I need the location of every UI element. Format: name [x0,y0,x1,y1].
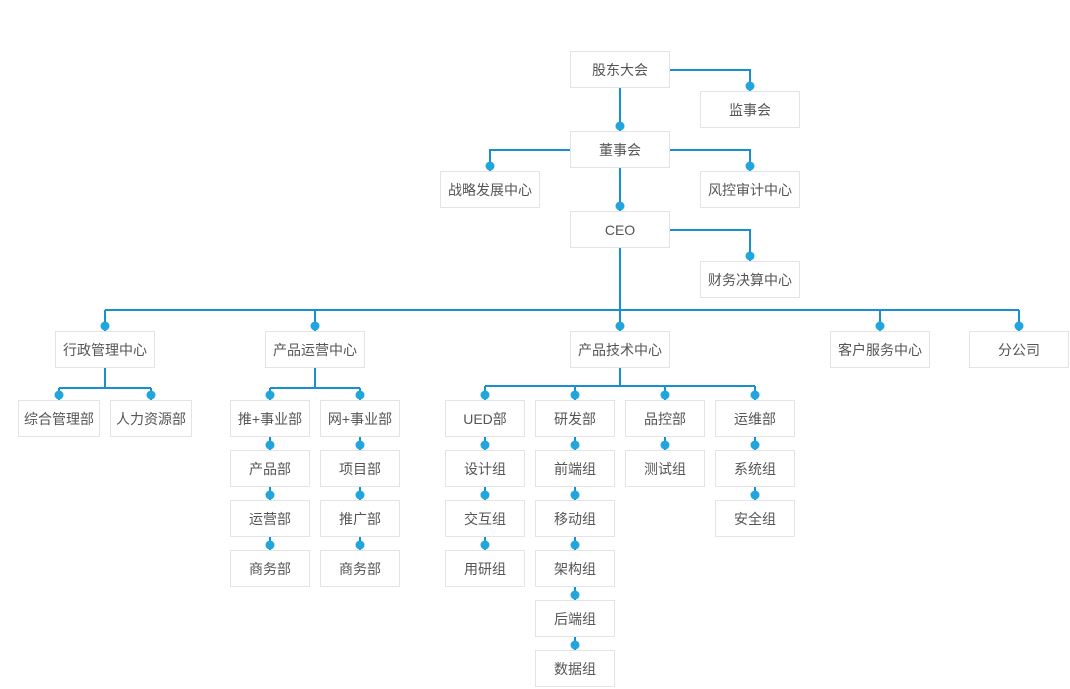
org-node-customer-service-center[interactable]: 客户服务中心 [830,331,930,368]
connector-dot [745,251,755,261]
org-node-system-team[interactable]: 系统组 [715,450,795,487]
org-node-business-dept-1[interactable]: 商务部 [230,550,310,587]
org-node-admin-management-center[interactable]: 行政管理中心 [55,331,155,368]
connector-dot [750,440,760,450]
connector-dot [1014,321,1024,331]
org-node-product-dept[interactable]: 产品部 [230,450,310,487]
connector-dot [660,440,670,450]
org-node-human-resources-dept[interactable]: 人力资源部 [110,400,192,437]
connector-dot [265,490,275,500]
connector-line [489,149,570,171]
connector-dot [480,390,490,400]
connector-dot [485,161,495,171]
org-node-data-team[interactable]: 数据组 [535,650,615,687]
org-node-general-management-dept[interactable]: 综合管理部 [18,400,100,437]
org-node-product-operation-center[interactable]: 产品运营中心 [265,331,365,368]
connector-dot [355,440,365,450]
connector-dot [480,440,490,450]
org-node-risk-audit-center[interactable]: 风控审计中心 [700,171,800,208]
org-node-frontend-team[interactable]: 前端组 [535,450,615,487]
connector-dot [570,640,580,650]
connector-dot [615,121,625,131]
org-node-shareholders-meeting[interactable]: 股东大会 [570,51,670,88]
org-node-promotion-dept[interactable]: 推广部 [320,500,400,537]
connector-dot [265,390,275,400]
org-node-supervisory-board[interactable]: 监事会 [700,91,800,128]
connector-dot [875,321,885,331]
org-node-product-technology-center[interactable]: 产品技术中心 [570,331,670,368]
connector-dot [355,540,365,550]
org-node-testing-team[interactable]: 测试组 [625,450,705,487]
connector-dot [750,490,760,500]
connector-dot [480,540,490,550]
org-node-ops-dept[interactable]: 运维部 [715,400,795,437]
org-node-design-team[interactable]: 设计组 [445,450,525,487]
connector-dot [100,321,110,331]
org-node-backend-team[interactable]: 后端组 [535,600,615,637]
connector-dot [570,390,580,400]
connector-dot [745,81,755,91]
connector-dots [54,81,1024,650]
org-node-architecture-team[interactable]: 架构组 [535,550,615,587]
connector-dot [570,490,580,500]
org-node-interaction-team[interactable]: 交互组 [445,500,525,537]
org-node-ued-dept[interactable]: UED部 [445,400,525,437]
org-node-strategy-development-center[interactable]: 战略发展中心 [440,171,540,208]
org-node-tui-plus-division[interactable]: 推+事业部 [230,400,310,437]
connector-dot [265,540,275,550]
connector-dot [54,390,64,400]
org-node-business-dept-2[interactable]: 商务部 [320,550,400,587]
connector-dot [615,201,625,211]
connector-dot [570,440,580,450]
connector-dot [355,490,365,500]
connector-dot [745,161,755,171]
connector-dot [615,321,625,331]
org-node-wang-plus-division[interactable]: 网+事业部 [320,400,400,437]
connector-line [670,149,751,171]
org-node-user-research-team[interactable]: 用研组 [445,550,525,587]
connector-dot [570,540,580,550]
connector-dot [570,590,580,600]
org-node-branch-company[interactable]: 分公司 [969,331,1069,368]
connector-dot [355,390,365,400]
connector-dot [480,490,490,500]
org-node-mobile-team[interactable]: 移动组 [535,500,615,537]
connector-dot [310,321,320,331]
connector-dot [146,390,156,400]
connector-line [670,69,751,91]
connector-dot [265,440,275,450]
connector-dot [660,390,670,400]
org-node-operation-dept[interactable]: 运营部 [230,500,310,537]
org-node-rd-dept[interactable]: 研发部 [535,400,615,437]
org-node-security-team[interactable]: 安全组 [715,500,795,537]
org-node-project-dept[interactable]: 项目部 [320,450,400,487]
connector-dot [750,390,760,400]
org-node-qc-dept[interactable]: 品控部 [625,400,705,437]
org-node-board-of-directors[interactable]: 董事会 [570,131,670,168]
connector-line [670,229,751,261]
org-node-financial-accounting-center[interactable]: 财务决算中心 [700,261,800,298]
org-node-ceo[interactable]: CEO [570,211,670,248]
